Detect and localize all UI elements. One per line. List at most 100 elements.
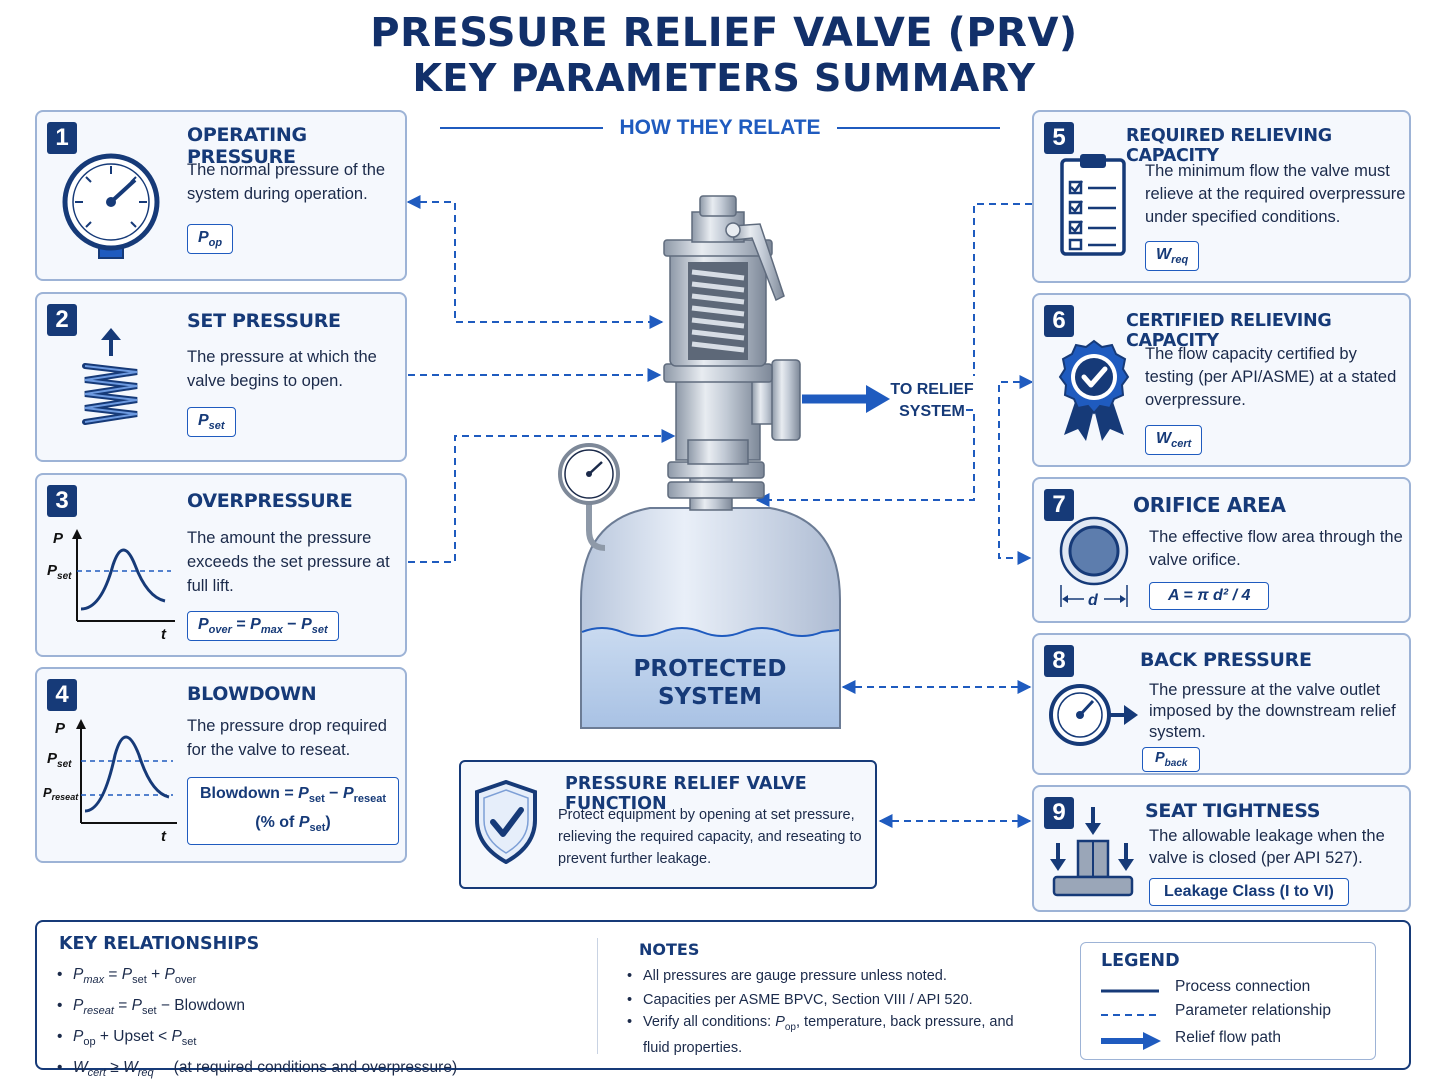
card-title: SET PRESSURE	[187, 310, 341, 332]
valve-body	[675, 379, 761, 461]
legend-heading: LEGEND	[1101, 951, 1180, 971]
formula-orifice-area: A = π d² / 4	[1149, 582, 1270, 610]
valve-lever	[731, 223, 785, 302]
relationship-preseat: Preseat = Pset − Blowdown	[55, 993, 575, 1024]
card-number: 1	[47, 122, 77, 154]
valve-spring	[691, 269, 745, 353]
card-number: 2	[47, 304, 77, 336]
vessel-pressure-gauge	[558, 443, 620, 505]
symbol-w-req: Wreq	[1145, 241, 1200, 272]
symbol-p-op: Pop	[187, 224, 234, 255]
legend-process-label: Process connection	[1175, 978, 1311, 995]
card-description: The pressure at the valve outlet imposed…	[1149, 681, 1396, 741]
bottom-summary-panel: KEY RELATIONSHIPS Pmax = Pset + Pover Pr…	[35, 920, 1411, 1080]
spring-icon	[82, 328, 138, 425]
page-title: PRESSURE RELIEF VALVE (PRV)	[370, 10, 1078, 56]
svg-text:Preseat: Preseat	[43, 785, 79, 802]
diameter-label: d	[1088, 592, 1099, 607]
overpressure-curve-icon: P Pset t	[47, 529, 175, 643]
card-number: 5	[1044, 122, 1074, 154]
formula-leakage-class: Leakage Class (I to VI)	[1149, 878, 1349, 906]
card-certified-relieving-capacity: 6 CERTIFIED RELIEVING CAPACITY The flow …	[1032, 293, 1411, 467]
key-relationships-list: Pmax = Pset + Pover Preseat = Pset − Blo…	[55, 962, 575, 1086]
card-title: OPERATING PRESSURE	[187, 124, 307, 168]
legend-swatches	[1101, 989, 1161, 1050]
card-required-relieving-capacity: 5 REQUIRED RELIEVING CAPACITY The minimu…	[1032, 110, 1411, 283]
card-number: 6	[1044, 305, 1074, 337]
formula-overpressure: Pover = Pmax − Pset	[187, 611, 339, 642]
divider-line-right	[836, 127, 1000, 129]
how-they-relate-header: HOW THEY RELATE	[440, 114, 1000, 142]
symbol-p-set: Pset	[187, 407, 236, 438]
back-pressure-gauge-icon	[1049, 684, 1138, 746]
card-overpressure: 3 OVERPRESSURE The amount the pressure e…	[35, 473, 407, 657]
blowdown-curve-icon: P Pset Preseat t	[43, 719, 177, 845]
link-card1	[406, 195, 664, 329]
valve-bonnet	[669, 247, 767, 367]
how-they-relate-label: HOW THEY RELATE	[619, 116, 821, 139]
card-description: The pressure at which the valve begins t…	[187, 348, 377, 390]
axis-label-t: t	[161, 626, 167, 643]
svg-text:P: P	[55, 720, 66, 737]
orifice-icon: d	[1059, 516, 1129, 607]
card-description: The amount the pressure exceeds the set …	[187, 529, 390, 595]
link-card3	[408, 429, 676, 563]
card-orifice-area: 7 ORIFICE AREA The effective flow area t…	[1032, 477, 1411, 623]
formula-blowdown: Blowdown = Pset − Preseat (% of Pset)	[187, 777, 399, 846]
card-title: BACK PRESSURE	[1140, 649, 1312, 671]
legend-parameter-label: Parameter relationship	[1175, 1002, 1331, 1019]
card-description: The pressure drop required for the valve…	[187, 717, 387, 759]
pressure-gauge-icon	[62, 153, 160, 259]
function-description: Protect equipment by opening at set pres…	[558, 807, 862, 867]
card-description: The flow capacity certified by testing (…	[1145, 345, 1397, 409]
link-card5	[973, 203, 1032, 376]
relief-flow-arrow	[866, 385, 890, 413]
divider-line-left	[440, 127, 604, 129]
symbol-p-back: Pback	[1142, 747, 1201, 772]
notes-list: All pressures are gauge pressure unless …	[625, 964, 1025, 1059]
function-title: PRESSURE RELIEF VALVE FUNCTION	[565, 774, 807, 814]
card-description: The normal pressure of the system during…	[187, 161, 386, 203]
pset-label: Pset	[47, 562, 72, 582]
card-number: 7	[1044, 489, 1074, 521]
prv-function-box: PRESSURE RELIEF VALVE FUNCTION Protect e…	[459, 760, 877, 889]
link-card-outlet	[755, 409, 975, 507]
card-title: CERTIFIED RELIEVING CAPACITY	[1126, 311, 1332, 351]
key-relationships-heading: KEY RELATIONSHIPS	[59, 934, 260, 954]
card-title: SEAT TIGHTNESS	[1145, 800, 1321, 822]
card-title: ORIFICE AREA	[1133, 493, 1286, 517]
note-item: Verify all conditions: Pop, temperature,…	[625, 1012, 1025, 1059]
card-description: The allowable leakage when the valve is …	[1149, 827, 1385, 867]
valve-cap	[699, 195, 737, 217]
clipboard-checklist-icon	[1060, 154, 1126, 256]
to-relief-system-label: TO RELIEF SYSTEM	[890, 381, 974, 420]
outlet-flange	[771, 359, 801, 441]
card-title: REQUIRED RELIEVING CAPACITY	[1126, 126, 1332, 166]
card-set-pressure: 2 SET PRESSURE The pressure at which the…	[35, 292, 407, 462]
card-title: BLOWDOWN	[187, 683, 317, 705]
note-item: Capacities per ASME BPVC, Section VIII /…	[625, 988, 1025, 1012]
panel-divider	[597, 938, 598, 1054]
card-description: The effective flow area through the valv…	[1149, 528, 1403, 569]
legend-flow-arrow	[1143, 1032, 1161, 1050]
card-number: 3	[47, 485, 77, 517]
card-blowdown: 4 BLOWDOWN The pressure drop required fo…	[35, 667, 407, 863]
certified-badge-icon	[1058, 339, 1130, 441]
relationship-pop: Pop + Upset < Pset	[55, 1024, 575, 1055]
symbol-w-cert: Wcert	[1145, 425, 1203, 456]
link-card6	[998, 375, 1034, 565]
axis-label-p: P	[53, 530, 64, 547]
svg-text:Pset: Pset	[47, 750, 72, 770]
relationship-pmax: Pmax = Pset + Pover	[55, 962, 575, 993]
card-number: 9	[1044, 797, 1074, 829]
card-description: The minimum flow the valve must relieve …	[1145, 162, 1406, 226]
card-number: 4	[47, 679, 77, 711]
legend-flow-label: Relief flow path	[1175, 1029, 1281, 1046]
card-number: 8	[1044, 645, 1074, 677]
svg-text:t: t	[161, 828, 167, 845]
protected-system-label: PROTECTED SYSTEM	[633, 656, 787, 710]
shield-check-icon	[475, 780, 537, 864]
relationship-wcert: Wcert ≥ Wreq(at required conditions and …	[55, 1055, 575, 1086]
valve-seat-icon	[1050, 807, 1134, 897]
card-back-pressure: 8 BACK PRESSURE The pressure at the valv…	[1032, 633, 1411, 775]
